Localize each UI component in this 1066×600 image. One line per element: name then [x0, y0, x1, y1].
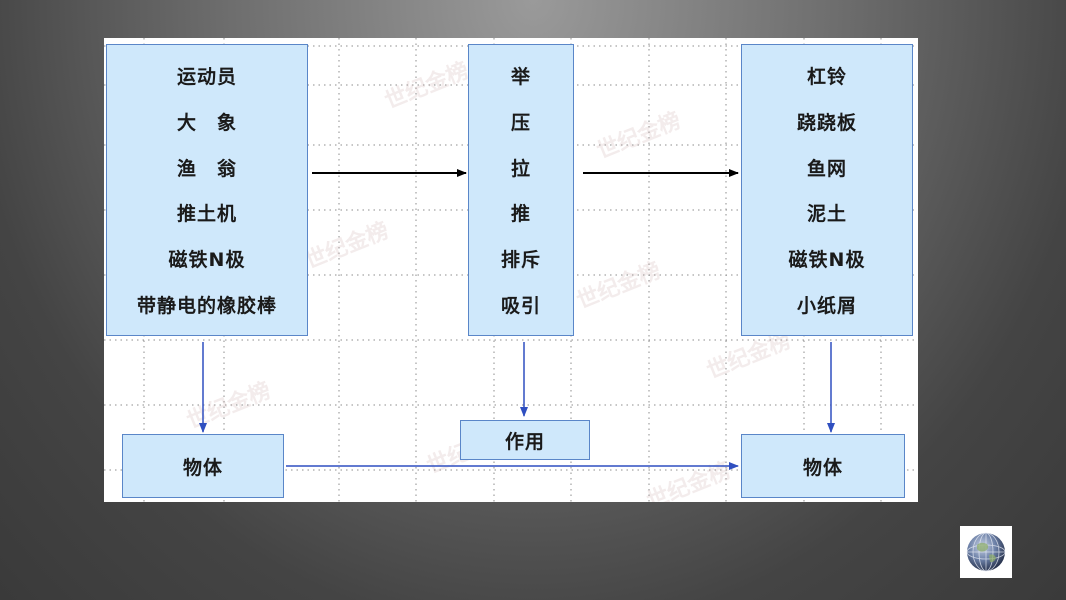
right-item-6: 小纸屑: [796, 294, 857, 317]
right-item-1: 杠铃: [806, 66, 847, 89]
bottom-right-label: 物体: [802, 456, 843, 479]
bottom-left-label: 物体: [182, 456, 223, 479]
right-item-5: 磁铁N极: [788, 248, 866, 271]
left-item-3: 渔 翁: [176, 157, 237, 180]
middle-item-3: 拉: [510, 157, 531, 180]
globe-logo: [960, 526, 1012, 578]
left-subject-box: 运动员 大 象 渔 翁 推土机 磁铁N极 带静电的橡胶棒: [106, 44, 308, 336]
middle-item-2: 压: [510, 111, 531, 134]
right-item-2: 跷跷板: [796, 111, 857, 134]
globe-icon: [966, 532, 1006, 572]
left-item-1: 运动员: [176, 66, 237, 89]
right-item-4: 泥土: [806, 203, 847, 226]
middle-item-5: 排斥: [500, 248, 541, 271]
bottom-right-object-box: 物体: [741, 434, 905, 498]
middle-item-4: 推: [510, 203, 531, 226]
bottom-middle-label: 作用: [504, 430, 545, 453]
middle-action-box: 举 压 拉 推 排斥 吸引: [468, 44, 574, 336]
right-item-3: 鱼网: [806, 157, 847, 180]
right-object-box: 杠铃 跷跷板 鱼网 泥土 磁铁N极 小纸屑: [741, 44, 913, 336]
slide-canvas: 世纪金榜 世纪金榜 世纪金榜 世纪金榜 世纪金榜 世纪金榜 世纪金榜 世纪金榜 …: [104, 38, 918, 502]
left-item-5: 磁铁N极: [168, 248, 246, 271]
left-item-4: 推土机: [176, 203, 237, 226]
left-item-6: 带静电的橡胶棒: [136, 294, 277, 317]
middle-item-1: 举: [510, 66, 531, 89]
bottom-middle-action-box: 作用: [460, 420, 590, 460]
left-item-2: 大 象: [176, 111, 237, 134]
bottom-left-object-box: 物体: [122, 434, 284, 498]
middle-item-6: 吸引: [500, 294, 541, 317]
